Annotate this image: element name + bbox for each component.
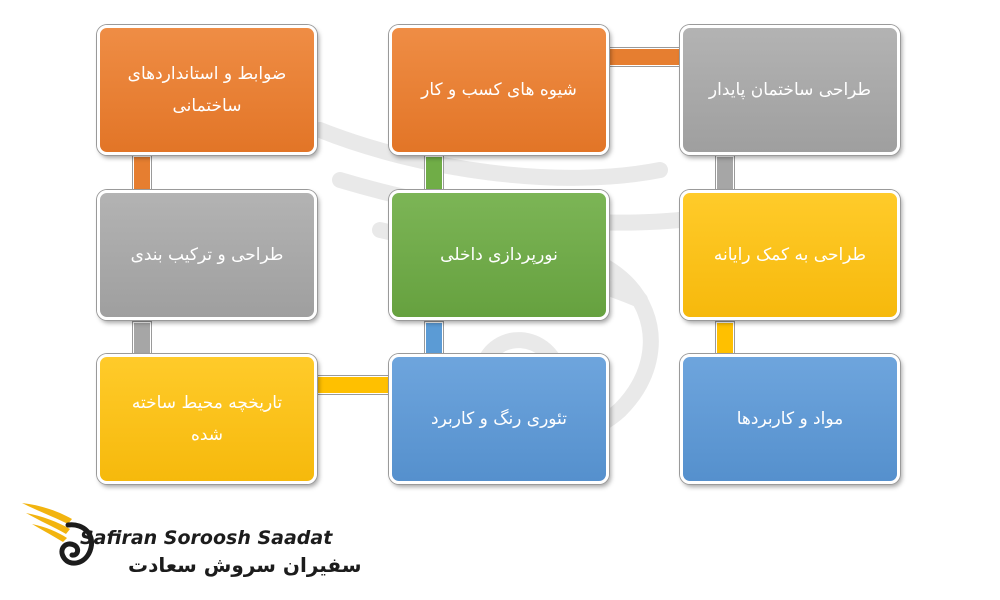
connector-lighting-color-theory [425, 322, 443, 356]
connector-cad-materials [716, 322, 734, 356]
box-label: طراحی و ترکیب بندی [130, 244, 284, 265]
box-label: تئوری رنگ و کاربرد [431, 408, 567, 429]
box-label: طراحی به کمک رایانه [713, 244, 867, 265]
box-regulations: ضوابط و استانداردهای ساختمانی [97, 25, 317, 155]
company-logo: Safiran Soroosh Saadat سفیران سروش سعادت [18, 495, 362, 585]
box-label: مواد و کاربردها [736, 408, 844, 429]
bird-logo-icon [22, 503, 94, 566]
box-sustainable: طراحی ساختمان پایدار [680, 25, 900, 155]
connector-business-lighting [425, 156, 443, 192]
logo-persian-text: سفیران سروش سعادت [128, 553, 362, 577]
connector-sustainable-cad [716, 156, 734, 192]
box-history: تاریخچه محیط ساخته شده [97, 354, 317, 484]
box-label: تاریخچه محیط ساخته شده [131, 392, 283, 445]
box-color-theory: تئوری رنگ و کاربرد [389, 354, 609, 484]
connector-history-color-theory [316, 376, 392, 394]
connector-business-sustainable [606, 48, 684, 66]
box-business: شیوه های کسب و کار [389, 25, 609, 155]
connector-composition-history [133, 322, 151, 356]
box-composition: طراحی و ترکیب بندی [97, 190, 317, 320]
box-label: طراحی ساختمان پایدار [708, 79, 872, 100]
box-label: نورپردازی داخلی [440, 244, 558, 265]
box-cad: طراحی به کمک رایانه [680, 190, 900, 320]
box-lighting: نورپردازی داخلی [389, 190, 609, 320]
box-label: ضوابط و استانداردهای ساختمانی [127, 63, 287, 116]
connector-regulations-composition [133, 156, 151, 192]
box-materials: مواد و کاربردها [680, 354, 900, 484]
box-label: شیوه های کسب و کار [421, 79, 577, 100]
logo-latin-text: Safiran Soroosh Saadat [80, 527, 333, 549]
